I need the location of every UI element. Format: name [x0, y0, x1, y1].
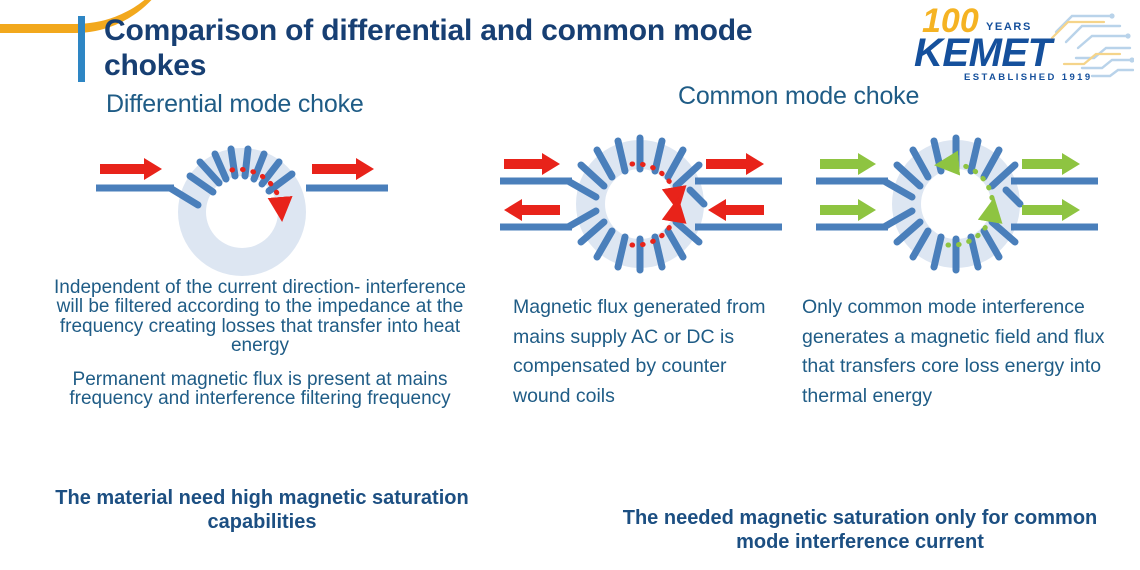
common-mode-choke-common-currents-diagram	[806, 128, 1106, 280]
differential-paragraph-2: Permanent magnetic flux is present at ma…	[69, 368, 451, 409]
title-accent-bar	[78, 16, 85, 82]
logo-brand: KEMET	[914, 31, 1056, 75]
page-title: Comparison of differential and common mo…	[104, 14, 753, 83]
logo-anniversary-number: 100	[922, 2, 979, 40]
heading-differential-mode-choke: Differential mode choke	[106, 90, 364, 118]
common-mode-common-description: Only common mode interference generates …	[802, 296, 1105, 407]
differential-conclusion: The material need high magnetic saturati…	[55, 487, 469, 533]
logo-established: ESTABLISHED 1919	[964, 72, 1093, 83]
heading-common-mode-choke: Common mode choke	[678, 82, 920, 110]
common-mode-opposed-description: Magnetic flux generated from mains suppl…	[513, 296, 766, 407]
differential-paragraph-1: Independent of the current direction- in…	[54, 277, 466, 357]
common-mode-conclusion: The needed magnetic saturation only for …	[622, 507, 1098, 554]
differential-description: Independent of the current direction- in…	[44, 278, 476, 408]
kemet-logo: 100 YEARS KEMET ESTABLISHED 1919	[906, 2, 1135, 84]
common-mode-choke-opposed-currents-diagram	[490, 128, 790, 280]
differential-mode-choke-diagram	[82, 126, 402, 286]
logo-anniversary-word: YEARS	[986, 21, 1032, 33]
